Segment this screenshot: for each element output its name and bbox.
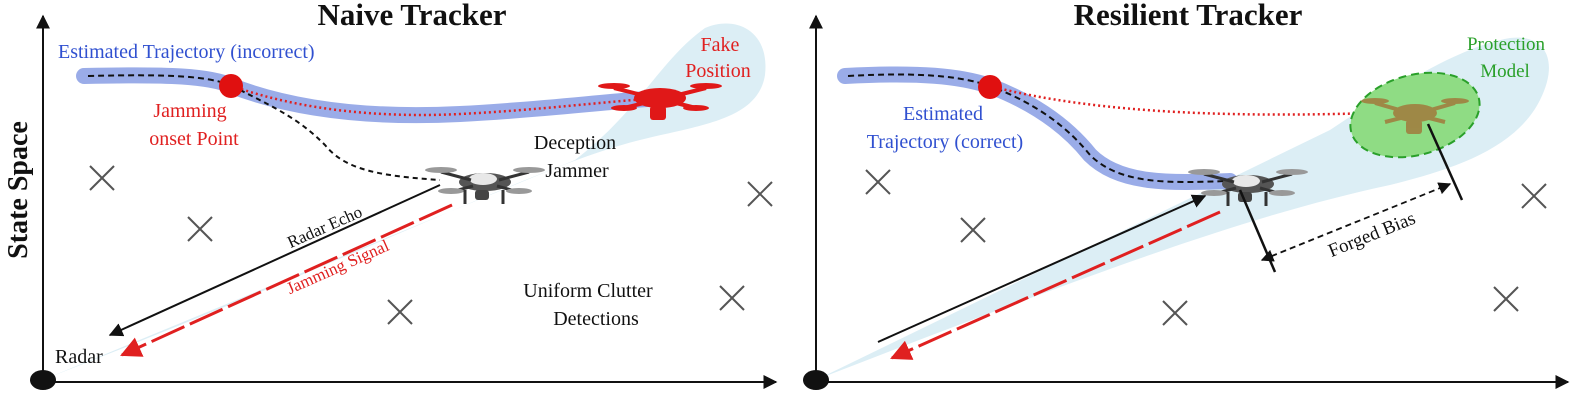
drone-icon xyxy=(423,165,547,206)
fake-trajectory-dots xyxy=(231,84,661,117)
estimated-trajectory-line xyxy=(87,74,233,87)
clutter-x-icon xyxy=(960,217,986,243)
protected-fake-drone-icon xyxy=(1361,98,1469,134)
forged-bias-tick xyxy=(1426,123,1464,201)
forged-bias-arrow xyxy=(1260,182,1452,262)
jamming-onset-point xyxy=(978,75,1002,99)
clutter-x-icon xyxy=(89,165,115,191)
deception-jammer-label: Jammer xyxy=(545,160,609,182)
estimated-trajectory-label: Trajectory (correct) xyxy=(867,131,1023,153)
clutter-x-icon xyxy=(747,181,773,207)
fake-position-label: Position xyxy=(685,60,751,82)
fake-trajectory-dots xyxy=(989,84,1401,116)
jamming-signal-arrow xyxy=(120,203,453,357)
jamming-onset-label: Jamming xyxy=(153,100,226,122)
right-panel: Resilient Tracker Estimated Trajectory (… xyxy=(803,0,1570,390)
y-axis-label: State Space xyxy=(3,121,34,259)
radar-echo-label: Radar Echo xyxy=(284,202,365,252)
radar-label: Radar xyxy=(55,346,103,368)
clutter-x-icon xyxy=(1521,183,1547,209)
true-path-dashed xyxy=(231,85,441,181)
fake-position-label: Fake xyxy=(701,34,740,56)
jamming-onset-label: onset Point xyxy=(149,128,239,150)
uniform-clutter-label: Detections xyxy=(553,308,639,330)
estimated-trajectory-label: Estimated Trajectory (incorrect) xyxy=(58,41,315,63)
clutter-x-icon xyxy=(719,285,745,311)
radar-echo-arrow xyxy=(877,194,1207,343)
clutter-x-icon xyxy=(1162,300,1188,326)
radar-echo-arrow xyxy=(108,184,441,337)
estimated-trajectory-line xyxy=(847,73,1229,183)
radar-beam xyxy=(45,23,766,380)
fake-drone-icon xyxy=(598,83,722,120)
panel-title: Naive Tracker xyxy=(317,0,506,32)
forged-bias-label: Forged Bias xyxy=(1325,208,1418,262)
deception-jammer-label: Deception xyxy=(534,132,616,154)
clutter-x-icon xyxy=(187,216,213,242)
radar-icon xyxy=(30,370,56,390)
left-panel: Naive Tracker Estimated Trajectory (inco… xyxy=(30,0,778,390)
estimated-trajectory-label: Estimated xyxy=(903,103,983,125)
uniform-clutter-label: Uniform Clutter xyxy=(523,280,653,302)
jamming-onset-point xyxy=(219,74,243,98)
radar-icon xyxy=(803,370,829,390)
clutter-x-icon xyxy=(387,299,413,325)
jamming-signal-arrow xyxy=(890,210,1221,360)
panel-title: Resilient Tracker xyxy=(1074,0,1303,32)
trajectory-band xyxy=(837,66,1238,190)
protection-model-label: Protection xyxy=(1467,34,1546,55)
clutter-x-icon xyxy=(865,169,891,195)
protection-model-label: Model xyxy=(1480,61,1530,82)
clutter-x-icon xyxy=(1493,286,1519,312)
